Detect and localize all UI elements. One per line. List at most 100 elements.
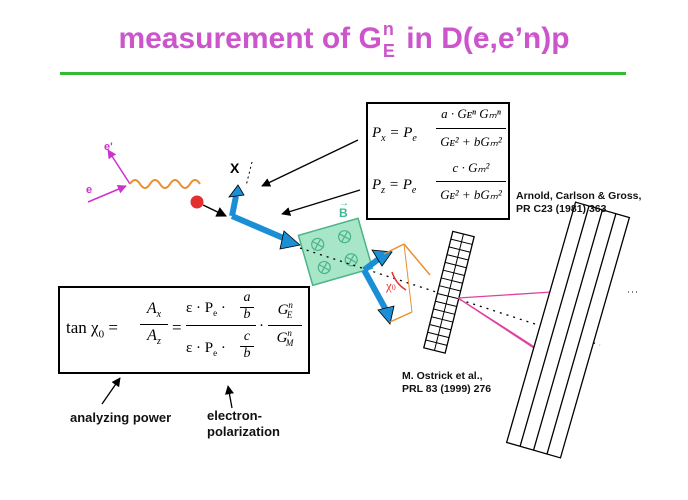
title-end: )p	[541, 22, 570, 55]
ax-numerator: Ax	[140, 300, 168, 320]
eps-top-dot: ·	[220, 300, 226, 316]
ge-gm-fraction-bar	[268, 325, 302, 326]
dot-ge: ·	[259, 318, 264, 334]
title-suffix: in D(	[397, 22, 473, 55]
ax-sub: x	[156, 309, 162, 321]
az-denominator: Az	[140, 327, 168, 347]
px-pointer-arrow	[261, 139, 359, 187]
px-lhs-sub: x	[381, 133, 386, 144]
title-comma: ,e’	[489, 22, 523, 55]
main-fraction-bar	[186, 325, 256, 326]
eps-bot: ε · Pe ·	[186, 340, 226, 358]
ge-text: G	[277, 302, 289, 318]
x-axis-label: X	[230, 160, 240, 176]
pz-eq: = P	[388, 177, 412, 193]
eps-top-sub: e	[213, 308, 218, 318]
gm-denominator: GnM	[268, 328, 302, 348]
scatter-line-1	[457, 291, 553, 299]
magnet-target	[297, 217, 374, 287]
c-b-fraction-bar	[240, 346, 254, 347]
frac-b2: b	[243, 346, 251, 361]
pz-pointer-arrow	[281, 189, 361, 216]
ge-sub: E	[286, 310, 293, 320]
electron-polarization-caption: electron- polarization	[207, 408, 280, 440]
tan-chi-formula-box	[58, 286, 310, 374]
incoming-electron-label: e	[86, 184, 93, 196]
b-field-letter: B	[339, 206, 348, 220]
tan-eq-1: =	[108, 318, 118, 337]
pz-eq-sub: e	[411, 185, 417, 196]
a-b-fraction-bar	[240, 307, 254, 308]
az-sub: z	[156, 336, 161, 348]
title-divider	[60, 72, 626, 75]
gm-sup: n	[287, 328, 292, 338]
pz-denominator: Gᴇ² + bGₘ²	[440, 187, 502, 202]
frac-b: b	[243, 307, 251, 322]
gm-sub: M	[285, 338, 294, 348]
px-formula: Px = Pe	[372, 125, 417, 144]
title-n-letter: n	[522, 22, 542, 55]
spin-x-arrow-shaft	[362, 255, 382, 273]
ostrick-reference-line2: PRL 83 (1999) 276	[402, 383, 492, 395]
pz-lhs: P	[372, 177, 382, 193]
px-eq-sub: e	[412, 133, 417, 144]
chi0-angle-arc	[391, 271, 407, 291]
scattered-electron-label: e'	[104, 141, 113, 153]
virtual-photon-line	[129, 179, 201, 189]
eps-bot-text: ε · P	[186, 340, 214, 356]
eps-top-text: ε · P	[186, 300, 214, 316]
x-axis-arrow-shaft	[229, 195, 239, 217]
tan-chi-lhs: tan χ0 =	[66, 318, 118, 340]
px-eq: = P	[389, 125, 413, 141]
eps-bot-sub: e	[213, 348, 218, 358]
pz-formula: Pz = Pe	[372, 177, 416, 196]
precession-line-vertical	[403, 243, 413, 313]
x-axis-dashed-line	[245, 161, 253, 187]
arnold-reference-line1: Arnold, Carlson & Gross,	[516, 190, 642, 202]
gm-text: G	[276, 330, 288, 346]
pz-numerator: c · Gₘ²	[452, 160, 490, 175]
title-e-letter: e	[472, 22, 490, 55]
ostrick-reference: M. Ostrick et al., PRL 83 (1999) 276	[402, 370, 491, 396]
spin-x-arrowhead-icon	[371, 249, 393, 267]
title-e-vector: e→	[473, 22, 490, 56]
ax-az-fraction-bar	[140, 324, 168, 325]
spin-z-arrow-shaft	[361, 268, 389, 312]
px-lhs: P	[372, 125, 382, 141]
neutron-line	[202, 204, 227, 217]
title-n-vector: n→	[523, 22, 541, 56]
title-prefix: measurement of G	[118, 22, 382, 55]
polarization-formula-box	[366, 102, 510, 220]
chi0-symbol: χ	[386, 278, 392, 293]
eq-2: =	[172, 318, 182, 337]
precession-line-bottom	[389, 311, 413, 323]
z-axis-arrowhead-icon	[279, 230, 301, 250]
pz-fraction-bar	[436, 181, 506, 182]
z-axis-arrow-shaft	[230, 213, 290, 243]
electron-polarization-arrow	[224, 385, 234, 409]
vector-arrow-icon: →	[474, 26, 489, 42]
frac-c: c	[243, 329, 251, 344]
chi0-label: χ0	[386, 278, 396, 294]
px-denominator: Gᴇ² + bGₘ²	[440, 134, 502, 149]
chi0-subscript: 0	[391, 283, 396, 292]
ge-sup: n	[288, 300, 293, 310]
deuteron-dot-icon	[190, 195, 204, 209]
vector-arrow-icon: →	[524, 26, 539, 42]
x-axis-arrowhead-icon	[228, 184, 245, 198]
analyzing-power-caption: analyzing power	[70, 410, 172, 425]
tan-chi-text: tan χ	[66, 318, 99, 337]
ax-text: A	[146, 300, 157, 317]
eps-top: ε · Pe ·	[186, 300, 226, 318]
spin-z-arrowhead-icon	[377, 305, 395, 325]
incoming-electron-line	[87, 184, 127, 203]
eps-bot-dot: ·	[220, 340, 226, 356]
b-field-label: B→	[339, 198, 349, 220]
scattered-electron-line	[107, 149, 131, 185]
analyzing-power-arrow	[101, 377, 121, 405]
arnold-reference-line2: PR C23 (1981) 363	[516, 203, 607, 215]
ge-numerator: GnE	[268, 300, 302, 320]
vector-arrow-icon: →	[339, 198, 349, 209]
